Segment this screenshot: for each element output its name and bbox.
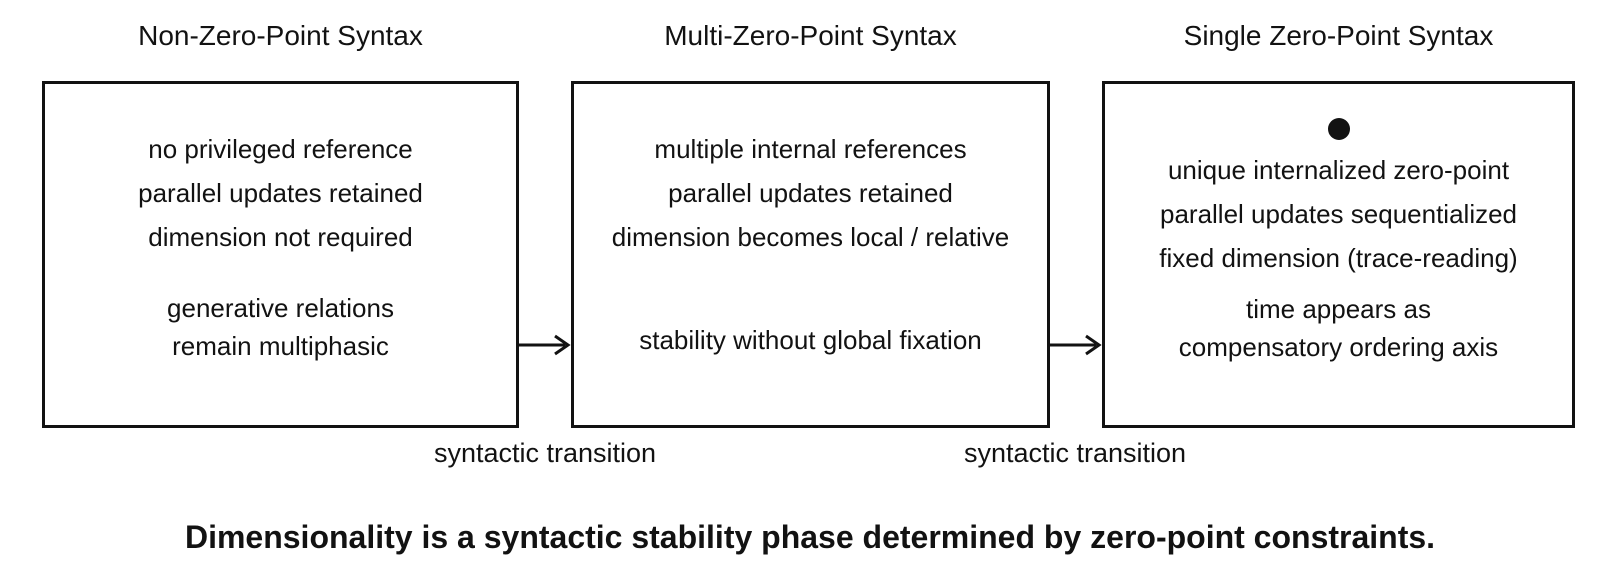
box-line: parallel updates retained	[138, 178, 423, 208]
primary-lines-group: multiple internal references parallel up…	[574, 127, 1047, 259]
transition-arrow-icon	[1050, 334, 1102, 356]
box-line: unique internalized zero-point	[1167, 155, 1510, 185]
column-title-multi-zero-point: Multi-Zero-Point Syntax	[664, 20, 957, 51]
transition-label: syntactic transition	[963, 438, 1187, 468]
box-line: compensatory ordering axis	[1178, 332, 1499, 362]
column-title-single-zero-point: Single Zero-Point Syntax	[1183, 20, 1494, 51]
secondary-lines-group: time appears as compensatory ordering ax…	[1105, 290, 1572, 366]
primary-lines-group: no privileged reference parallel updates…	[45, 127, 516, 259]
secondary-lines-group: stability without global fixation	[574, 321, 1047, 359]
box-multi-zero-point: multiple internal references parallel up…	[571, 81, 1050, 428]
box-line: remain multiphasic	[172, 331, 389, 361]
box-line: generative relations	[167, 293, 394, 323]
box-line: parallel updates retained	[668, 178, 953, 208]
box-non-zero-point: no privileged reference parallel updates…	[42, 81, 519, 428]
box-line: no privileged reference	[148, 134, 413, 164]
caption: Dimensionality is a syntactic stability …	[184, 519, 1436, 555]
primary-lines-group: unique internalized zero-point parallel …	[1105, 148, 1572, 280]
column-title-non-zero-point: Non-Zero-Point Syntax	[138, 20, 423, 51]
box-line: time appears as	[1246, 294, 1431, 324]
secondary-lines-group: generative relations remain multiphasic	[45, 289, 516, 365]
box-line: dimension becomes local / relative	[611, 222, 1010, 252]
box-line: fixed dimension (trace-reading)	[1159, 243, 1518, 273]
box-single-zero-point: unique internalized zero-point parallel …	[1102, 81, 1575, 428]
transition-arrow-icon	[519, 334, 571, 356]
box-line: parallel updates sequentialized	[1159, 199, 1518, 229]
transition-label: syntactic transition	[433, 438, 657, 468]
zero-point-dot-icon	[1327, 118, 1350, 140]
box-line: multiple internal references	[654, 134, 967, 164]
box-line: stability without global fixation	[639, 325, 982, 355]
box-line: dimension not required	[148, 222, 413, 252]
